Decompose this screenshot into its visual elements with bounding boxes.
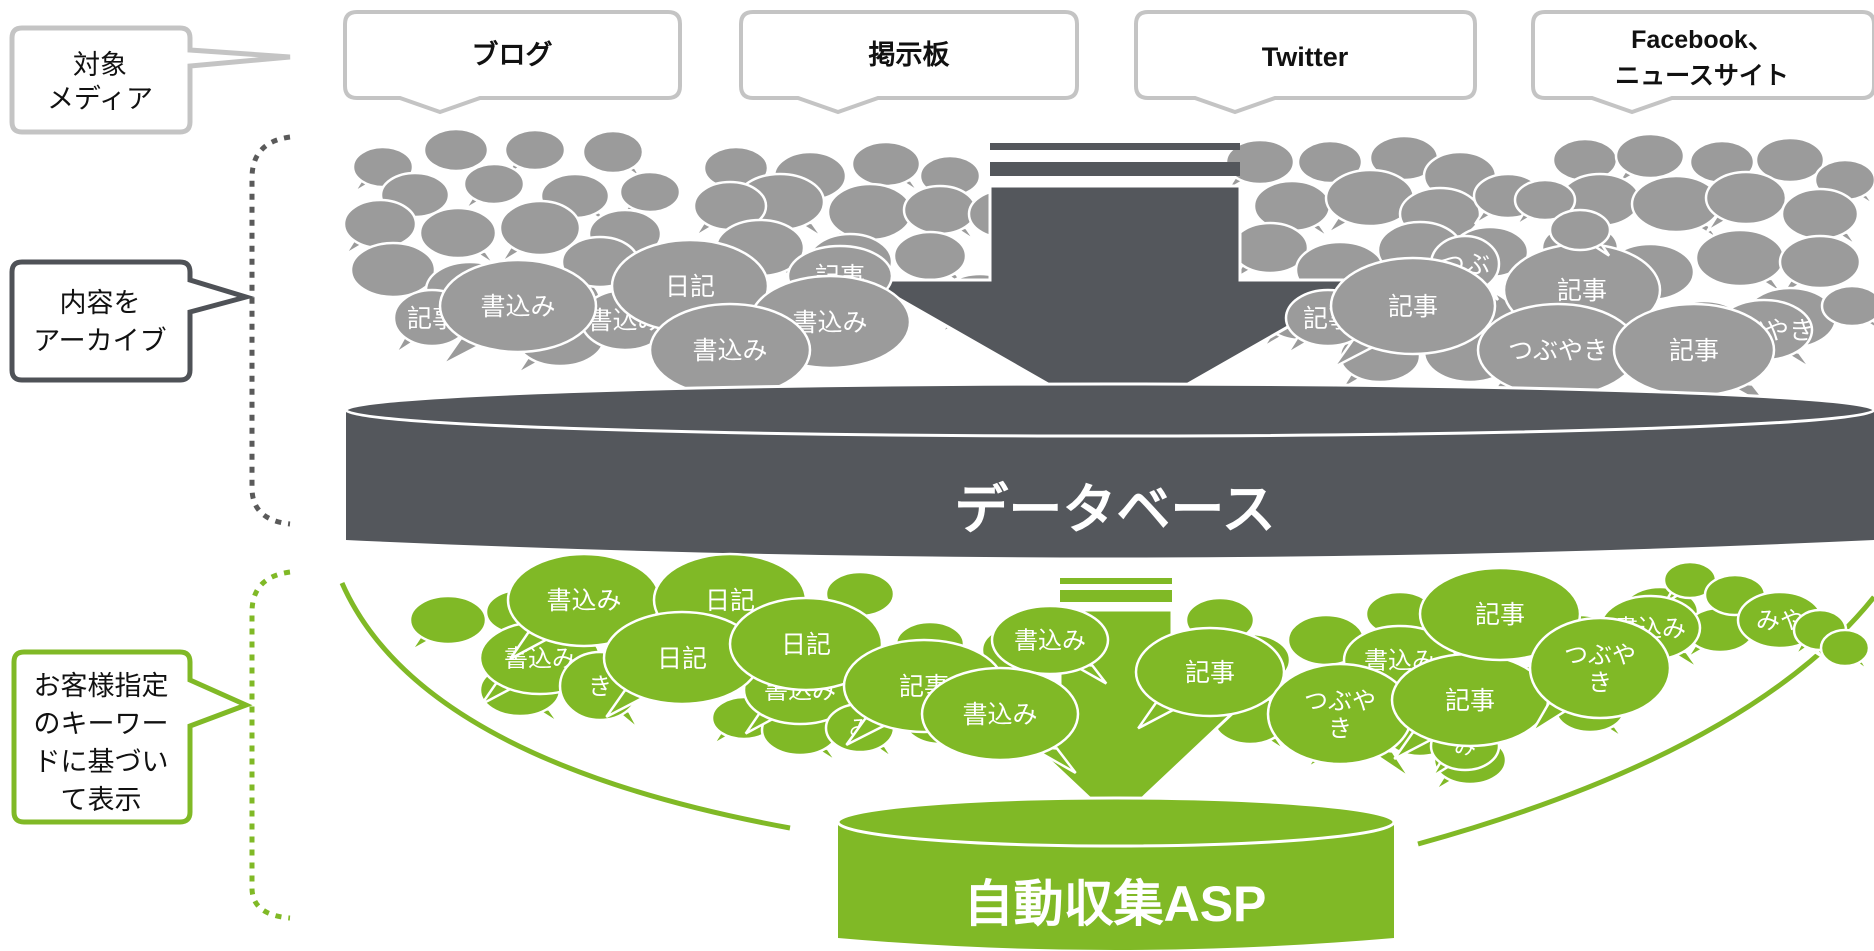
speech-bubble: 書込み <box>506 552 662 660</box>
funnel-line-left <box>339 581 791 831</box>
speech-bubble-text: 記事 <box>1557 276 1607 305</box>
speech-bubble-text: 日記 <box>665 272 715 301</box>
asp-cylinder: 自動収集ASP <box>836 796 1396 950</box>
callout-target-media: 対象 メディア <box>9 25 291 135</box>
speech-bubble-blank <box>1614 132 1686 186</box>
speech-bubble: 書込み <box>920 666 1080 774</box>
speech-bubble-text: 日記 <box>781 630 831 659</box>
speech-bubble-text: 記事 <box>1388 292 1438 321</box>
bracket-keywords <box>249 569 291 921</box>
speech-bubble-text: 書込み <box>1014 627 1086 655</box>
callout-target-media-line2: メディア <box>47 84 153 115</box>
speech-bubble-blank <box>498 199 582 264</box>
media-box-blog-label: ブログ <box>472 39 553 70</box>
speech-bubble-text: つぶやき <box>1508 336 1608 365</box>
speech-bubble-blank <box>462 162 526 211</box>
database-cylinder: データベース <box>344 382 1874 558</box>
speech-bubble: 書込み <box>990 604 1110 685</box>
speech-bubble-text: 日記 <box>705 586 755 615</box>
speech-bubble-text: つぶや <box>1304 687 1376 715</box>
speech-bubble: 記事 <box>1418 566 1582 674</box>
media-box-twitter-label: Twitter <box>1262 42 1349 72</box>
speech-bubble: つぶやき <box>1528 616 1672 734</box>
media-box-bbs-label: 掲示板 <box>869 40 950 70</box>
speech-bubble-blank <box>1548 208 1612 257</box>
speech-bubble-blank <box>418 206 498 267</box>
media-box-bbs: 掲示板 <box>739 10 1079 115</box>
callout-keywords-line2: のキーワー <box>34 709 169 740</box>
media-box-blog: ブログ <box>343 10 682 115</box>
speech-bubble-blank <box>342 198 418 256</box>
speech-bubble-blank <box>692 180 768 238</box>
callout-keywords-line3: ドに基づい <box>34 747 169 778</box>
media-box-facebook-news-line1: Facebook、 <box>1631 26 1773 54</box>
speech-bubble-text: 書込み <box>962 700 1037 729</box>
speech-bubble-blank <box>1819 628 1871 673</box>
speech-bubble-blank <box>1694 228 1786 295</box>
speech-bubble-text: 記事 <box>1445 686 1495 715</box>
speech-bubble-text: 書込み <box>546 586 621 615</box>
speech-bubble-text: 日記 <box>657 644 707 673</box>
speech-bubble: つぶやき <box>1266 662 1414 780</box>
speech-bubble: 記事 <box>1329 256 1497 369</box>
speech-bubble-text: 記事 <box>1185 658 1235 687</box>
green-labeled-bubbles: 書込みき書込み書込み書込み書込み書込みみやみみ書込み日記日記日記記事書込み記事つ… <box>478 552 1871 780</box>
callout-archive: 内容を アーカイブ <box>9 259 256 383</box>
speech-bubble-text: き <box>1588 668 1612 696</box>
speech-bubble-blank <box>1778 234 1862 297</box>
asp-label: 自動収集ASP <box>964 876 1267 932</box>
speech-bubble-text: 書込み <box>480 292 555 321</box>
speech-bubble-blank <box>581 129 645 180</box>
media-box-facebook-news: Facebook、 ニュースサイト <box>1531 10 1874 115</box>
callout-keywords: お客様指定 のキーワー ドに基づい て表示 <box>11 649 253 825</box>
media-box-twitter: Twitter <box>1134 10 1477 115</box>
speech-bubble: 記事 <box>1134 626 1286 730</box>
speech-bubble: 記事 <box>1390 652 1550 760</box>
callout-archive-line1: 内容を <box>60 288 141 319</box>
archive-down-arrow <box>860 143 1376 426</box>
speech-bubble-blank <box>422 127 490 178</box>
speech-bubble: 書込み <box>438 258 598 366</box>
speech-bubble-blank <box>1704 170 1788 233</box>
speech-bubble-text: 記事 <box>1475 600 1525 629</box>
callout-keywords-line4: て表示 <box>61 785 142 816</box>
speech-bubble-blank <box>1324 168 1416 235</box>
speech-bubble-blank <box>1780 187 1860 248</box>
callout-archive-line2: アーカイブ <box>33 326 166 357</box>
callout-keywords-line1: お客様指定 <box>34 671 169 702</box>
speech-bubble-text: き <box>1328 714 1352 742</box>
speech-bubble-text: 記事 <box>1669 336 1719 365</box>
speech-bubble-blank <box>1513 178 1577 227</box>
speech-bubble-blank <box>1820 284 1874 329</box>
callout-target-media-line1: 対象 <box>73 50 127 81</box>
speech-bubble-text: 書込み <box>692 336 767 365</box>
speech-bubble-blank <box>408 594 488 652</box>
media-box-facebook-news-line2: ニュースサイト <box>1615 62 1789 90</box>
bracket-archive <box>249 134 291 527</box>
speech-bubble-text: き <box>588 673 612 701</box>
speech-bubble-text: つぶや <box>1564 641 1636 669</box>
database-label: データベース <box>954 480 1275 540</box>
